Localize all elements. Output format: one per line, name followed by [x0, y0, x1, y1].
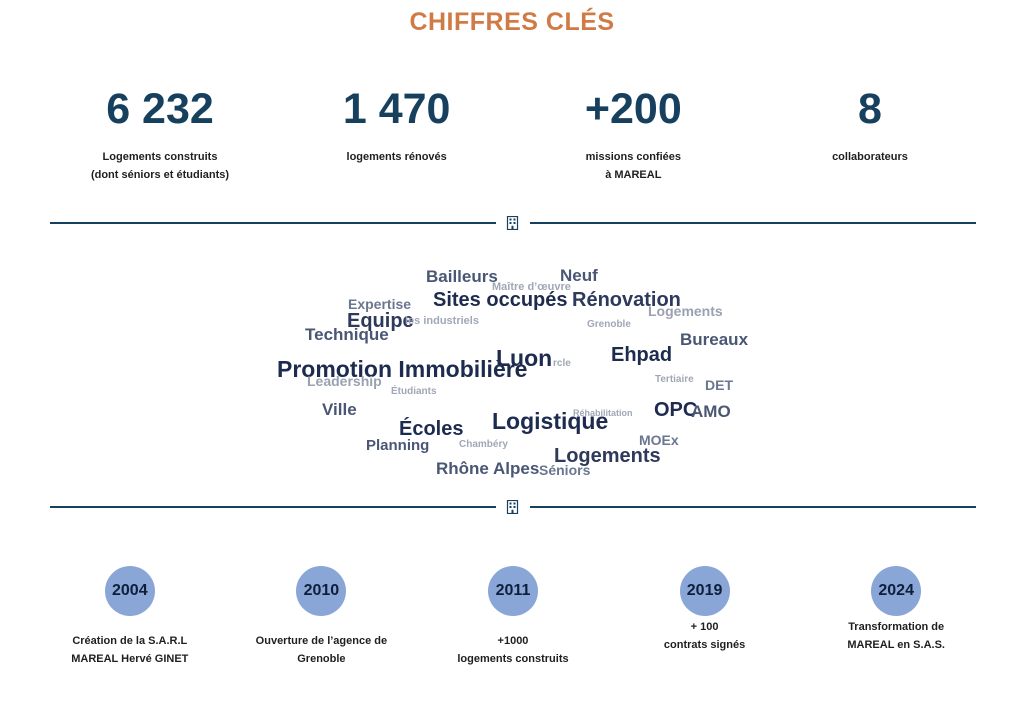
cloud-word: Technique — [305, 325, 389, 344]
stat-housing-renovated: 1 470 logements rénovés — [302, 86, 492, 184]
stat-value: 8 — [858, 85, 882, 133]
cloud-word: Réhabilitation — [573, 408, 633, 418]
stat-housing-built: 6 232 Logements construits (dont séniors… — [65, 86, 255, 184]
divider-line — [530, 506, 976, 508]
stat-label: collaborateurs — [832, 151, 908, 163]
year-badge: 2010 — [296, 566, 347, 616]
cloud-word: Séniors — [539, 462, 591, 478]
year-badge: 2004 — [104, 566, 155, 616]
cloud-word: Leadership — [307, 373, 382, 389]
cloud-word: Logements — [648, 303, 723, 319]
stat-value: 1 470 — [342, 85, 451, 133]
cloud-word: DET — [705, 377, 733, 393]
timeline-item: 2010 Ouverture de l’agence de Grenoble — [226, 566, 418, 668]
cloud-word: Écoles — [399, 418, 464, 440]
cloud-word: AMO — [691, 402, 731, 421]
cloud-word: Logements — [554, 445, 661, 467]
divider-line — [530, 222, 976, 224]
cloud-word: Logistique — [492, 408, 609, 434]
timeline-text: Transformation de MAREAL en S.A.S. — [847, 621, 945, 651]
cloud-word: Expertise — [348, 296, 412, 312]
year-badge: 2011 — [487, 566, 538, 616]
word-cloud: Bailleurs Neuf Maître d’œuvre Expertise … — [0, 250, 1024, 490]
cloud-word: Luon — [496, 345, 553, 371]
divider-bottom — [50, 499, 976, 515]
cloud-word: Rénovation — [572, 289, 681, 311]
timeline-item: 2019 + 100 contrats signés — [609, 566, 801, 668]
building-icon — [506, 500, 519, 514]
timeline-item: 2004 Création de la S.A.R.L MAREAL Hervé… — [34, 566, 226, 668]
divider-top — [50, 215, 976, 231]
cloud-word: Ville — [322, 400, 357, 419]
cloud-word: Planning — [366, 437, 430, 454]
cloud-word: Étudiants — [391, 386, 437, 397]
timeline-text: Ouverture de l’agence de Grenoble — [255, 635, 388, 665]
stat-value: +200 — [584, 85, 682, 133]
timeline-text: + 100 contrats signés — [663, 621, 746, 651]
stat-label: missions confiées à MAREAL — [585, 151, 681, 181]
cloud-word: Sites occupés — [433, 289, 568, 311]
cloud-word: Promotion Immobilière — [277, 356, 528, 382]
cloud-word: Maître d’œuvre — [492, 281, 571, 293]
cloud-word: Bureaux — [680, 330, 749, 349]
cloud-word: Ehpad — [611, 344, 673, 366]
cloud-word: OPC — [654, 399, 698, 421]
cloud-word: Rhône Alpes — [436, 459, 540, 478]
timeline: 2004 Création de la S.A.R.L MAREAL Hervé… — [34, 566, 992, 668]
timeline-text: +1000 logements construits — [457, 635, 569, 665]
cloud-word: Grenoble — [587, 319, 631, 330]
timeline-item: 2011 +1000 logements construits — [417, 566, 609, 668]
divider-line — [50, 222, 496, 224]
building-icon — [506, 216, 519, 230]
cloud-word: Neuf — [560, 266, 598, 285]
timeline-text: Création de la S.A.R.L MAREAL Hervé GINE… — [71, 635, 189, 665]
cloud-word: Bailleurs — [426, 267, 498, 286]
cloud-word: Tertiaire — [655, 374, 694, 385]
cloud-word: les industriels — [405, 315, 479, 327]
section-title: CHIFFRES CLÉS — [409, 8, 615, 36]
divider-line — [50, 506, 496, 508]
year-badge: 2019 — [679, 566, 730, 616]
stat-value: 6 232 — [106, 85, 214, 133]
stat-label: Logements construits (dont séniors et ét… — [90, 151, 230, 181]
cloud-word: rcle — [553, 358, 571, 369]
cloud-word: Chambéry — [459, 439, 508, 450]
stat-missions: +200 missions confiées à MAREAL — [538, 86, 728, 184]
cloud-word: Equipe — [347, 310, 414, 332]
timeline-item: 2024 Transformation de MAREAL en S.A.S. — [800, 566, 992, 668]
stat-staff: 8 collaborateurs — [775, 86, 965, 184]
year-badge: 2024 — [871, 566, 922, 616]
cloud-word: MOEx — [639, 432, 679, 448]
stat-label: logements rénovés — [346, 151, 447, 163]
stats-row: 6 232 Logements construits (dont séniors… — [65, 86, 965, 184]
